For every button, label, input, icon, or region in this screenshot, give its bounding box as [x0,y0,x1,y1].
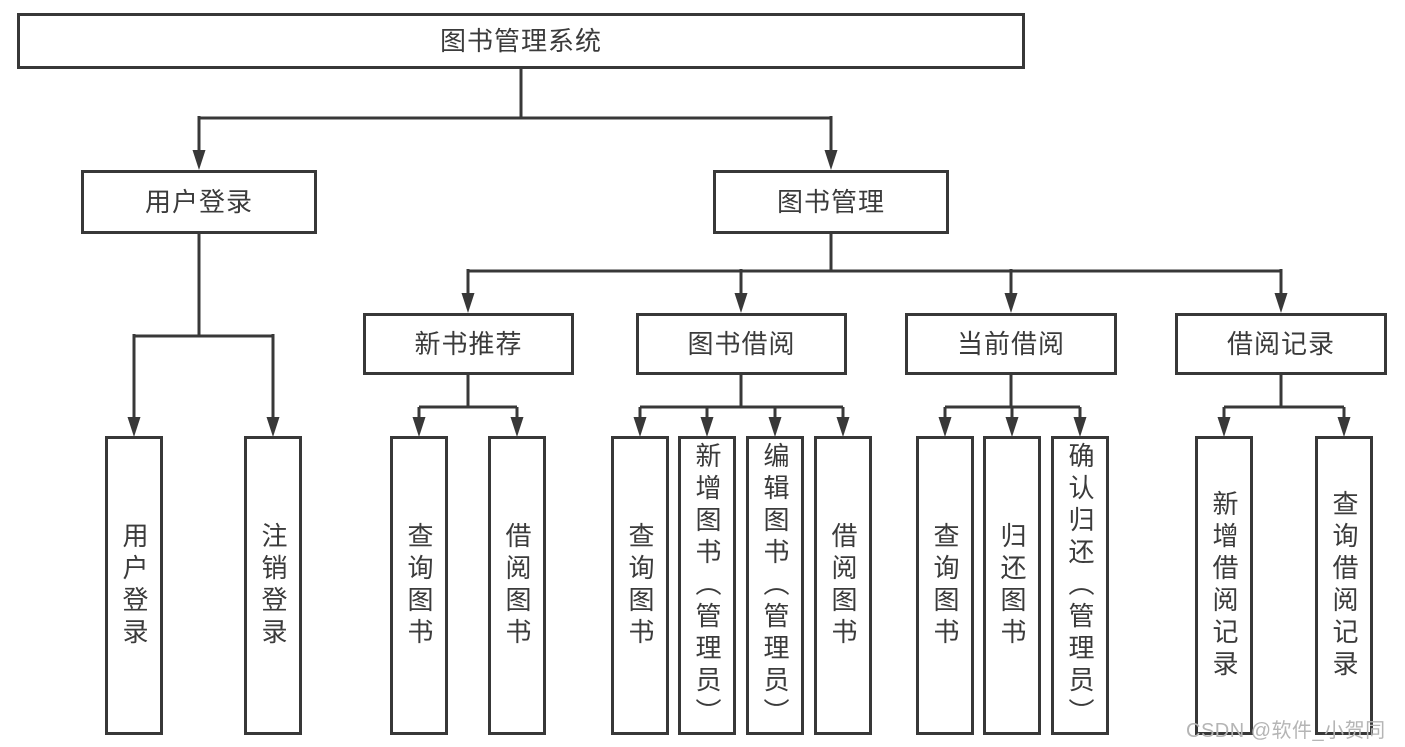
node-label: 确认归还（管理员） [1065,441,1095,730]
node-label: 新书推荐 [414,329,523,359]
leaf-query-borrow-record: 查询借阅记录 [1315,436,1373,735]
node-root-system: 图书管理系统 [17,13,1025,69]
node-label: 用户登录 [144,187,253,217]
node-book-borrow: 图书借阅 [636,313,847,375]
node-label: 新增图书（管理员） [692,441,722,730]
node-borrow-records: 借阅记录 [1175,313,1387,375]
node-label: 查询图书 [930,521,960,650]
leaf-borrow-books: 借阅图书 [814,436,872,735]
leaf-query-books-borrow: 查询图书 [611,436,669,735]
leaf-query-books-recommend: 查询图书 [390,436,448,735]
leaf-edit-book-admin: 编辑图书（管理员） [746,436,804,735]
node-current-borrow: 当前借阅 [905,313,1117,375]
leaf-add-borrow-record: 新增借阅记录 [1195,436,1253,735]
node-label: 新增借阅记录 [1209,489,1239,682]
node-label: 查询借阅记录 [1329,489,1359,682]
node-label: 借阅图书 [502,521,532,650]
node-label: 借阅图书 [828,521,858,650]
node-new-book-recommend: 新书推荐 [363,313,574,375]
leaf-logout: 注销登录 [244,436,302,735]
leaf-user-login: 用户登录 [105,436,163,735]
leaf-add-book-admin: 新增图书（管理员） [678,436,736,735]
node-label: 图书管理系统 [439,26,602,56]
node-label: 用户登录 [119,521,149,650]
node-label: 当前借阅 [956,329,1065,359]
node-user-login: 用户登录 [81,170,317,234]
node-label: 借阅记录 [1226,329,1335,359]
node-label: 图书管理 [776,187,885,217]
node-label: 图书借阅 [687,329,796,359]
node-label: 注销登录 [258,521,288,650]
leaf-return-book: 归还图书 [983,436,1041,735]
leaf-query-books-current: 查询图书 [916,436,974,735]
node-label: 编辑图书（管理员） [760,441,790,730]
leaf-borrow-books-recommend: 借阅图书 [488,436,546,735]
node-label: 查询图书 [625,521,655,650]
node-book-management: 图书管理 [713,170,949,234]
node-label: 归还图书 [997,521,1027,650]
leaf-confirm-return-admin: 确认归还（管理员） [1051,436,1109,735]
node-label: 查询图书 [404,521,434,650]
